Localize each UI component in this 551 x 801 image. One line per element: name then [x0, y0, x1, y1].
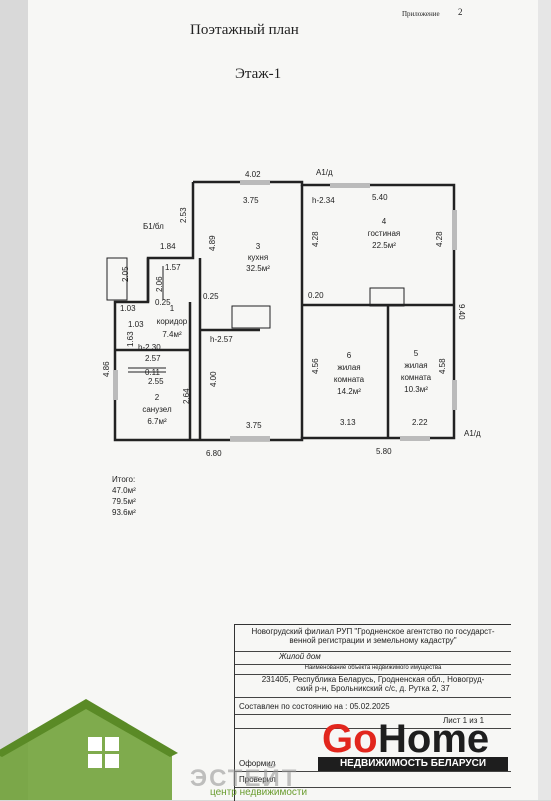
svg-text:жилая: жилая [404, 361, 427, 370]
dim-264: 2.64 [182, 388, 191, 404]
stamp-checked: Проверил [235, 775, 511, 788]
stamp-sheet: Лист 1 из 1 [235, 716, 511, 729]
svg-text:7.4м²: 7.4м² [162, 330, 182, 339]
watermark-text: ЭСТЕЙТ [190, 765, 299, 792]
axis-right: А1/д [464, 429, 481, 438]
stamp-issued: Оформил [235, 759, 511, 772]
room-6: 6 жилая комната 14.2м² [334, 351, 365, 396]
dim-458: 4.58 [438, 358, 447, 374]
dim-313: 3.13 [340, 418, 356, 427]
svg-text:жилая: жилая [337, 363, 360, 372]
dim-222: 2.22 [412, 418, 428, 427]
dim-489: 4.89 [208, 235, 217, 251]
svg-text:гостиная: гостиная [368, 229, 401, 238]
room-1: 1 коридор 7.4м² [157, 304, 188, 339]
dim-025a: 0.25 [155, 298, 171, 307]
page-edge [538, 0, 551, 800]
svg-text:2: 2 [155, 393, 160, 402]
svg-text:5: 5 [414, 349, 419, 358]
totals-block: Итого: 47.0м² 79.5м² 93.6м² [112, 474, 136, 518]
dim-103a: 1.03 [120, 304, 136, 313]
dim-428a: 4.28 [311, 231, 320, 247]
svg-text:22.5м²: 22.5м² [372, 241, 396, 250]
dim-456: 4.56 [311, 358, 320, 374]
axis-top: А1/д [316, 168, 333, 177]
axis-left: Б1/бл [143, 222, 164, 231]
dim-inner-top-left: 3.75 [243, 196, 259, 205]
brand-watermark: Go Home НЕДВИЖИМОСТЬ БЕЛАРУСИ ЭСТЕЙТ цен… [0, 695, 551, 800]
dim-020: 0.20 [308, 291, 324, 300]
dim-255: 2.55 [148, 377, 164, 386]
windows [113, 180, 457, 441]
svg-text:14.2м²: 14.2м² [337, 387, 361, 396]
dim-top-left: 4.02 [245, 170, 261, 179]
floor-title: Этаж-1 [235, 66, 282, 82]
svg-text:6: 6 [347, 351, 352, 360]
dim-206: 2.06 [155, 276, 164, 292]
dim-025b: 0.25 [203, 292, 219, 301]
dim-163: 1.63 [126, 331, 135, 347]
appendix-number: 2 [458, 7, 463, 17]
stamp-address: 231405, Республика Беларусь, Гродненская… [235, 675, 511, 698]
svg-text:3: 3 [256, 242, 261, 251]
dim-257: 2.57 [145, 354, 161, 363]
dim-bottom-left: 6.80 [206, 449, 222, 458]
appendix-label: Приложение [402, 10, 440, 18]
dim-253: 2.53 [179, 207, 188, 223]
height-right: h-2.34 [312, 196, 335, 205]
svg-text:6.7м²: 6.7м² [147, 417, 167, 426]
totals-value-1: 47.0м² [112, 486, 136, 495]
svg-text:10.3м²: 10.3м² [404, 385, 428, 394]
room-3: 3 кухня 32.5м² [246, 242, 270, 273]
logo-go: Go [322, 717, 378, 761]
page-title: Поэтажный план [190, 22, 299, 38]
stamp-organization: Новогрудский филиал РУП "Гродненское аге… [235, 627, 511, 652]
dim-bottom-mid: 3.75 [246, 421, 262, 430]
logo-home: Home [378, 717, 490, 761]
svg-text:комната: комната [401, 373, 432, 382]
room-4: 4 гостиная 22.5м² [368, 217, 401, 250]
dim-157: 1.57 [165, 263, 181, 272]
title-block: Новогрудский филиал РУП "Гродненское аге… [234, 624, 511, 801]
logo-tagline: НЕДВИЖИМОСТЬ БЕЛАРУСИ [318, 757, 508, 771]
svg-text:коридор: коридор [157, 317, 188, 326]
stamp-compiled: Составлен по состоянию на : 05.02.2025 [235, 702, 511, 715]
watermark-subtitle: центр недвижимости [210, 787, 308, 798]
svg-text:комната: комната [334, 375, 365, 384]
dim-486: 4.86 [102, 361, 111, 377]
svg-text:1: 1 [170, 304, 175, 313]
dim-184: 1.84 [160, 242, 176, 251]
svg-text:4: 4 [382, 217, 387, 226]
totals-label: Итого: [112, 475, 136, 484]
height-230: h-2.30 [138, 343, 161, 352]
dim-205: 2.05 [121, 266, 130, 282]
room-2: 2 санузел 6.7м² [142, 393, 172, 426]
totals-value-2: 79.5м² [112, 497, 136, 506]
inner-details [106, 257, 405, 373]
totals-value-3: 93.6м² [112, 508, 136, 517]
dim-428b: 4.28 [435, 231, 444, 247]
dim-400: 4.00 [209, 371, 218, 387]
svg-text:санузел: санузел [142, 405, 172, 414]
height-257: h-2.57 [210, 335, 233, 344]
outer-walls [113, 180, 456, 442]
dim-940: 9.40 [457, 304, 466, 320]
dim-top-right: 5.40 [372, 193, 388, 202]
room-5: 5 жилая комната 10.3м² [401, 349, 432, 394]
dim-011: 0.11 [145, 368, 161, 377]
dim-103b: 1.03 [128, 320, 144, 329]
dim-bottom-right: 5.80 [376, 447, 392, 456]
svg-text:32.5м²: 32.5м² [246, 264, 270, 273]
svg-text:кухня: кухня [248, 253, 268, 262]
house-logo-icon [0, 699, 178, 800]
stamp-object: Жилой дом [235, 652, 511, 665]
stamp-object-caption: Наименование объекта недвижимого имущест… [235, 665, 511, 675]
